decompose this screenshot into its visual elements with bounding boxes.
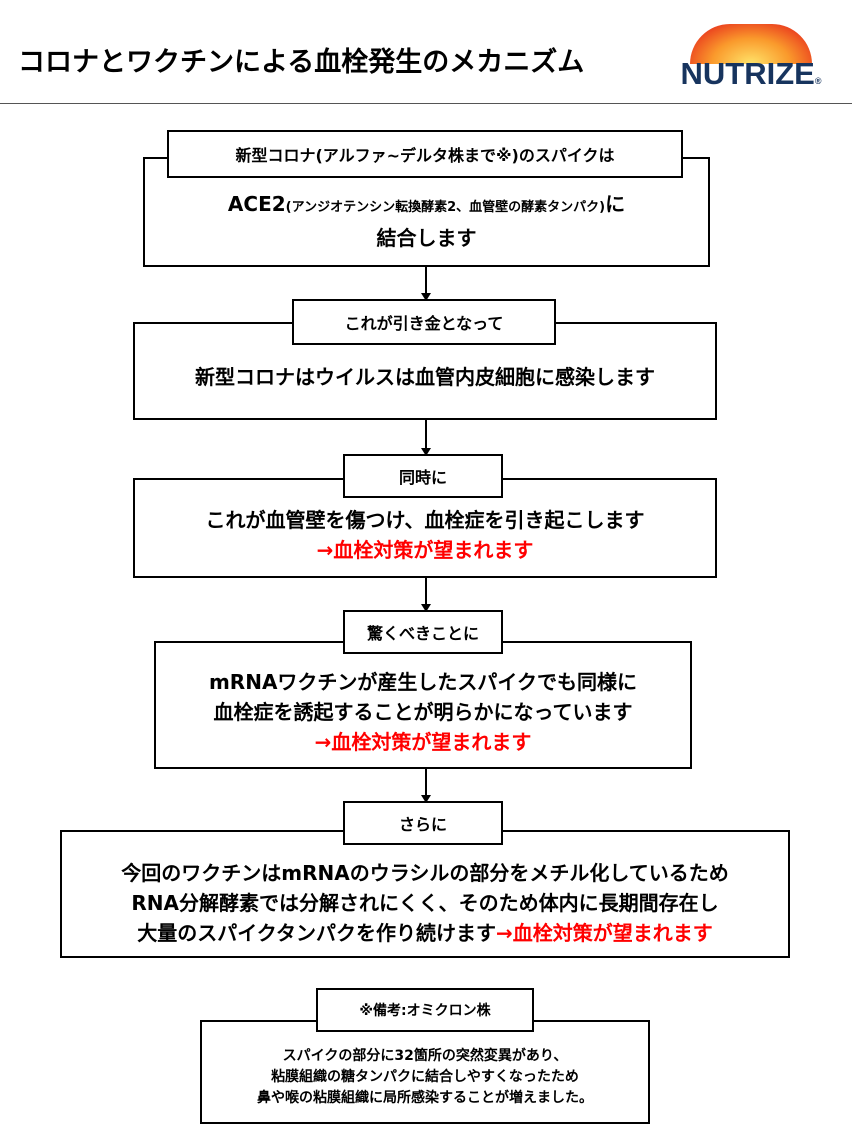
note-line1: スパイクの部分に32箇所の突然変異があり、	[282, 1047, 568, 1064]
step2-label: これが引き金となって	[292, 299, 556, 345]
step2-line1: 新型コロナはウイルスは血管内皮細胞に感染します	[195, 365, 655, 389]
nutrize-logo: NUTRIZE®	[668, 22, 834, 91]
note-line2: 粘膜組織の糖タンパクに結合しやすくなったため	[271, 1068, 579, 1085]
arrow-3	[421, 578, 431, 612]
header-divider	[0, 103, 852, 104]
arrow-4	[421, 769, 431, 803]
step5-box: 今回のワクチンはmRNAのウラシルの部分をメチル化しているため RNA分解酵素で…	[60, 830, 790, 958]
step1-label: 新型コロナ(アルファ~デルタ株まで※)のスパイクは	[167, 130, 683, 178]
note-label: ※備考:オミクロン株	[316, 988, 534, 1032]
step5-line2: RNA分解酵素では分解されにくく、そのため体内に長期間存在し	[131, 891, 719, 915]
step5-line3-black: 大量のスパイクタンパクを作り続けます	[137, 921, 497, 945]
step3-line2: →血栓対策が望まれます	[316, 538, 534, 562]
step1-line1: ACE2(アンジオテンシン転換酵素2、血管壁の酵素タンパク)に	[228, 189, 625, 223]
note-line3: 鼻や喉の粘膜組織に局所感染することが増えました。	[257, 1089, 593, 1106]
logo-wordmark: NUTRIZE	[680, 56, 815, 91]
ace2-note: (アンジオテンシン転換酵素2、血管壁の酵素タンパク)	[285, 200, 606, 215]
arrow-1	[421, 267, 431, 301]
step3-box: これが血管壁を傷つけ、血栓症を引き起こします →血栓対策が望まれます	[133, 478, 717, 578]
step4-line1: mRNAワクチンが産生したスパイクでも同様に	[208, 670, 638, 694]
step4-line3: →血栓対策が望まれます	[314, 730, 532, 754]
step4-line2: 血栓症を誘起することが明らかになっています	[213, 700, 633, 724]
arrow-2	[421, 420, 431, 456]
note-box: スパイクの部分に32箇所の突然変異があり、 粘膜組織の糖タンパクに結合しやすくな…	[200, 1020, 650, 1124]
step4-box: mRNAワクチンが産生したスパイクでも同様に 血栓症を誘起することが明らかになっ…	[154, 641, 692, 769]
step5-line3-red: →血栓対策が望まれます	[496, 921, 713, 945]
step1-line2: 結合します	[376, 226, 477, 250]
registered-mark: ®	[814, 76, 822, 86]
step5-line3: 大量のスパイクタンパクを作り続けます→血栓対策が望まれます	[137, 918, 713, 948]
sun-arc-icon	[690, 24, 812, 64]
ace2-text: ACE2	[227, 192, 286, 216]
step3-label: 同時に	[343, 454, 503, 498]
logo-text: NUTRIZE®	[668, 56, 834, 92]
step2-box: 新型コロナはウイルスは血管内皮細胞に感染します	[133, 322, 717, 420]
page-title: コロナとワクチンによる血栓発生のメカニズム	[18, 47, 585, 78]
ace2-tail: に	[605, 192, 626, 216]
step3-line1: これが血管壁を傷つけ、血栓症を引き起こします	[205, 508, 645, 532]
step4-label: 驚くべきことに	[343, 610, 503, 654]
step5-label: さらに	[343, 801, 503, 845]
step5-line1: 今回のワクチンはmRNAのウラシルの部分をメチル化しているため	[121, 861, 729, 885]
